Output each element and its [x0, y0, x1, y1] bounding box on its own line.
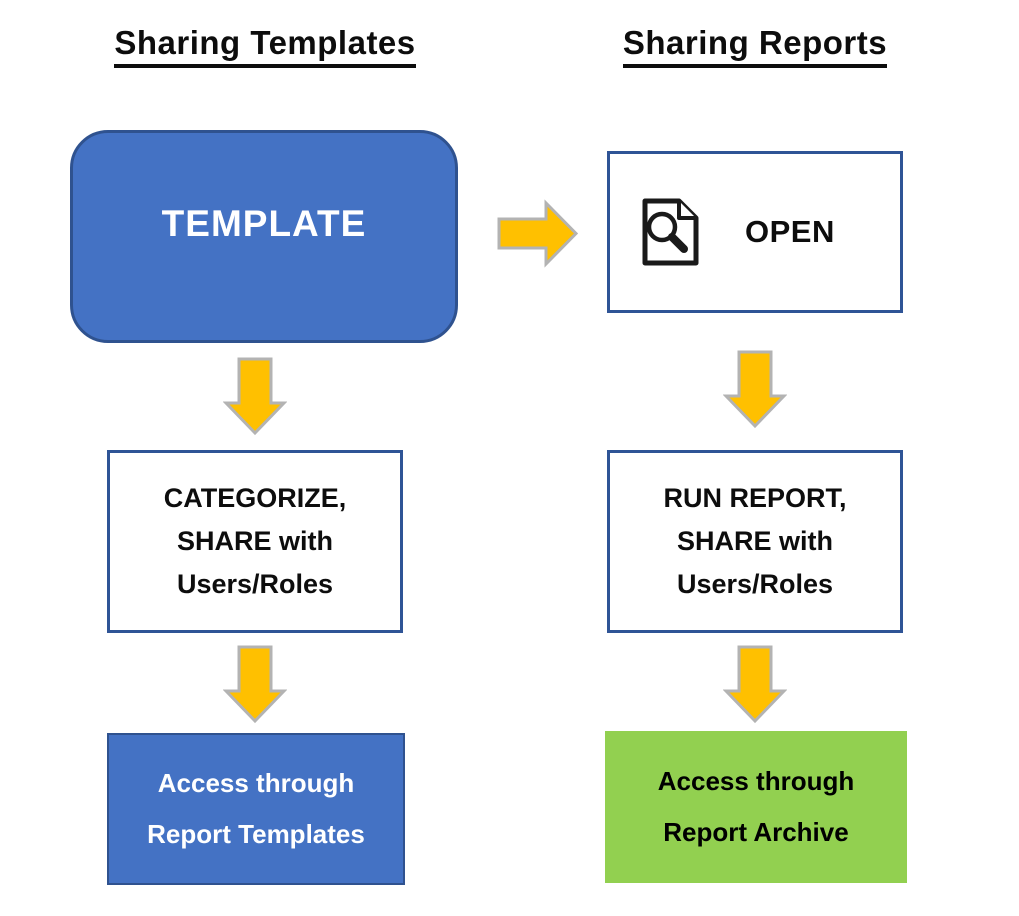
access-templates-line-1: Access through — [157, 768, 355, 798]
arrow-down-icon — [723, 645, 787, 724]
run-report-line-2: SHARE with — [676, 526, 833, 556]
access-archive-line-1: Access through — [657, 766, 855, 796]
open-box-label: OPEN — [745, 214, 835, 249]
arrow-down-icon — [723, 350, 787, 429]
categorize-line-3: Users/Roles — [176, 569, 334, 599]
template-box-label: TEMPLATE — [161, 202, 367, 244]
access-archive-line-2: Report Archive — [663, 817, 849, 847]
open-box: OPEN — [607, 151, 903, 313]
access-templates-line-2: Report Templates — [147, 819, 365, 849]
template-box: TEMPLATE — [70, 130, 458, 343]
left-column-title: Sharing Templates — [70, 24, 460, 68]
access-report-archive-box: Access through Report Archive — [605, 731, 907, 883]
access-report-templates-box: Access through Report Templates — [107, 733, 405, 885]
categorize-line-2: SHARE with — [176, 526, 333, 556]
document-search-icon — [642, 198, 699, 266]
categorize-line-1: CATEGORIZE, — [163, 483, 347, 513]
run-report-share-box: RUN REPORT, SHARE with Users/Roles — [607, 450, 903, 633]
run-report-line-3: Users/Roles — [676, 569, 834, 599]
arrow-right-icon — [497, 199, 579, 268]
arrow-down-icon — [223, 357, 287, 436]
arrow-down-icon — [223, 645, 287, 724]
categorize-share-box: CATEGORIZE, SHARE with Users/Roles — [107, 450, 403, 633]
right-column-title-text: Sharing Reports — [622, 24, 888, 68]
run-report-line-1: RUN REPORT, — [663, 483, 847, 513]
left-column-title-text: Sharing Templates — [114, 24, 416, 68]
right-column-title: Sharing Reports — [605, 24, 905, 68]
